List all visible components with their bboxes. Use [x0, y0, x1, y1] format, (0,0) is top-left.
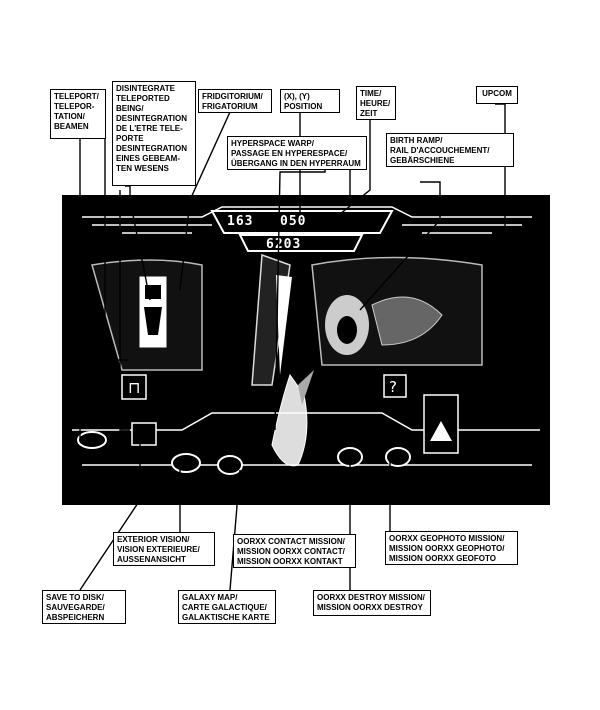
label-destroy-mission: OORXX DESTROY MISSION/ MISSION OORXX DES…: [313, 590, 431, 616]
svg-text:?: ?: [389, 378, 397, 396]
game-screen: ⊓ ? 163 050 6203: [62, 195, 550, 505]
fridgitorium-chamber: [311, 256, 483, 366]
svg-text:⊓: ⊓: [128, 378, 140, 397]
label-exterior-vision: EXTERIOR VISION/ VISION EXTERIEURE/ AUSS…: [113, 532, 215, 566]
control-bar: ⊓ ?: [72, 374, 540, 466]
label-galaxy-map: GALAXY MAP/ CARTE GALACTIQUE/ GALAKTISCH…: [178, 590, 276, 624]
label-disintegrate: DISINTEGRATE TELEPORTED BEING/ DESINTEGR…: [112, 81, 196, 186]
birth-ramp-beam: [251, 253, 292, 386]
coord-x-readout: 163: [227, 214, 254, 229]
round-buttons: [77, 431, 411, 475]
label-birth-ramp: BIRTH RAMP/ RAIL D'ACCOUCHEMENT/ GEBÄRSC…: [386, 133, 514, 167]
time-readout: 6203: [266, 237, 302, 252]
label-geophoto-mission: OORXX GEOPHOTO MISSION/ MISSION OORXX GE…: [385, 531, 518, 565]
cockpit-art: ⊓ ?: [72, 206, 540, 475]
label-fridgitorium: FRIDGITORIUM/ FRIGATORIUM: [198, 89, 272, 113]
label-time: TIME/ HEURE/ ZEIT: [356, 86, 396, 120]
label-position: (X), (Y) POSITION: [280, 89, 340, 113]
label-hyperspace: HYPERSPACE WARP/ PASSAGE EN HYPERESPACE/…: [227, 136, 367, 170]
teleport-chamber: [91, 259, 203, 371]
label-teleport: TELEPORT/ TELEPOR- TATION/ BEAMEN: [50, 89, 106, 139]
label-contact-mission: OORXX CONTACT MISSION/ MISSION OORXX CON…: [233, 534, 356, 568]
coord-y-readout: 050: [280, 214, 307, 229]
creature: [271, 370, 314, 467]
label-upcom: UPCOM: [476, 86, 518, 104]
label-save-to-disk: SAVE TO DISK/ SAUVEGARDE/ ABSPEICHERN: [42, 590, 126, 624]
